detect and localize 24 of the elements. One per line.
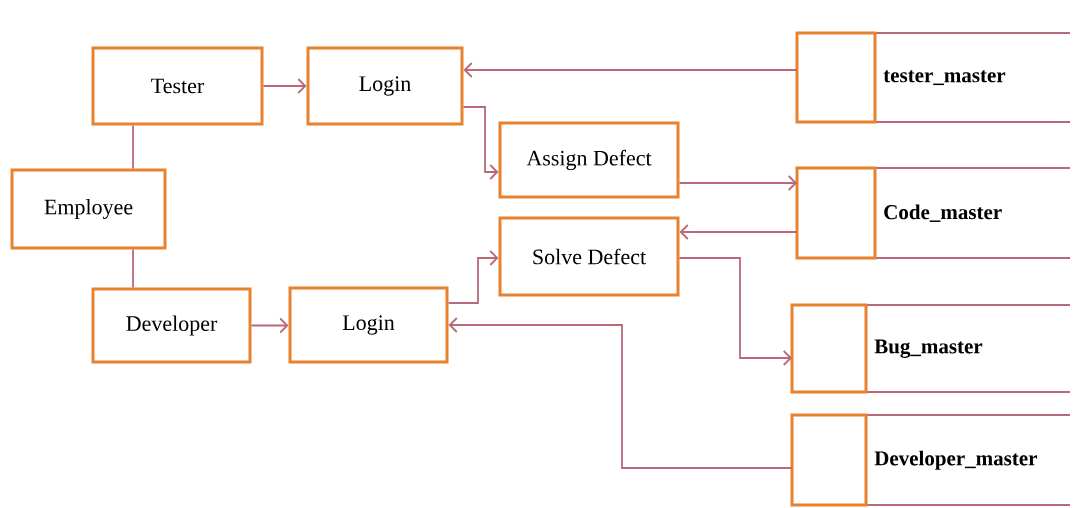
arrow [448,317,793,469]
arrow [678,257,792,366]
process-box: Assign Defect [498,121,680,199]
process-box: Tester [91,46,264,126]
process-box: Employee [10,168,167,250]
process-box: Login [288,286,449,364]
arrow [678,175,797,191]
arrow [250,317,289,334]
arrow [262,78,307,94]
process-box: Login [306,46,464,126]
process-box: Solve Defect [498,216,680,297]
data-store: Bug_master [790,303,1071,394]
node-label: Developer_master [874,450,1038,470]
process-box: Developer [91,287,252,364]
node-label: tester_master [883,70,1006,86]
arrow [447,250,499,304]
data-store: tester_master [795,31,1071,124]
arrow [462,106,499,180]
data-store: Developer_master [790,413,1071,507]
node-label: Code_master [884,204,1002,222]
node-label: Bug_master [874,339,983,358]
arrow [463,62,798,78]
arrow [679,224,798,240]
data-store: Code_master [795,166,1071,260]
